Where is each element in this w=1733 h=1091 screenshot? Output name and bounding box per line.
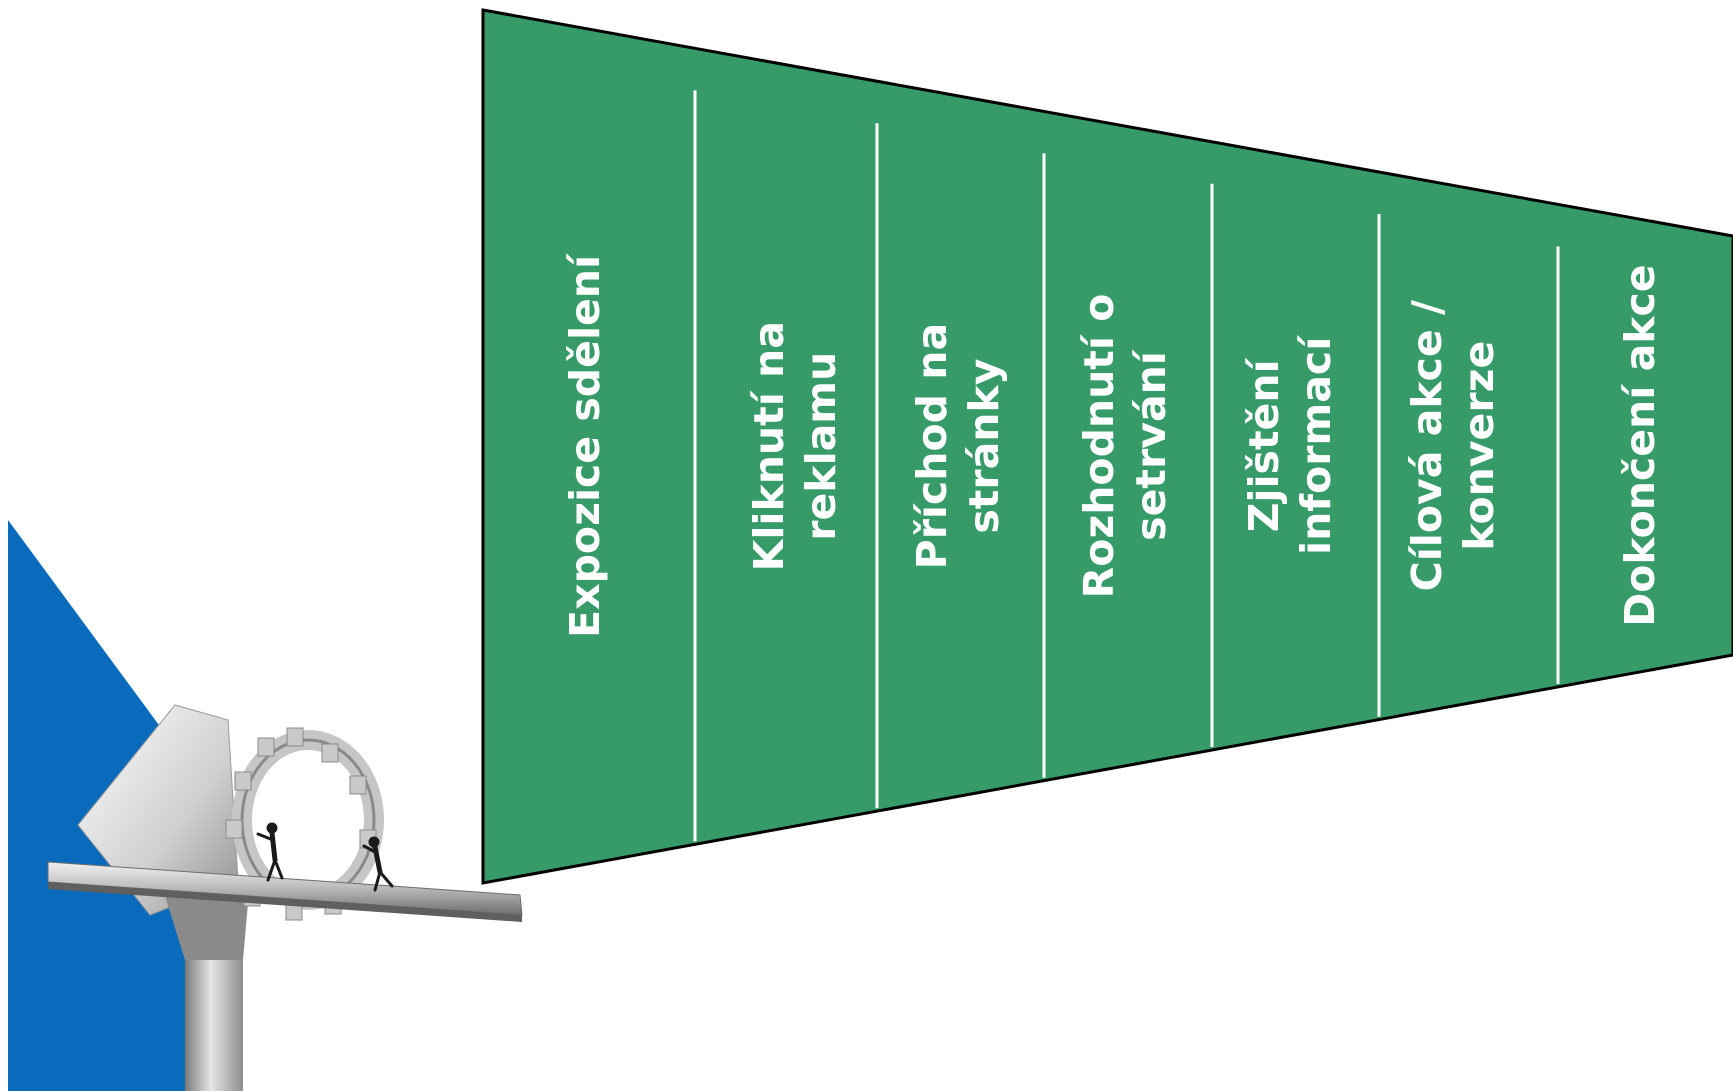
funnel-stage-label: Expozice sdělení [561, 253, 609, 638]
funnel-stage-label: Cílová akce /konverze [1403, 300, 1503, 591]
funnel-stage-label-line: reklamu [797, 352, 845, 541]
funnel-stage-label-line: Expozice sdělení [561, 253, 609, 638]
funnel-stage-label-line: setrvání [1127, 349, 1175, 541]
funnel-stage-label-line: stránky [960, 359, 1008, 534]
funnel-stage-label: Zjištěníinformací [1240, 335, 1340, 555]
funnel-stage-label: Rozhodnutí osetrvání [1075, 294, 1175, 599]
funnel-stage-label-line: Cílová akce / [1403, 300, 1451, 591]
person-figure-right-icon [362, 836, 394, 892]
person-figure-left-icon [256, 822, 284, 882]
funnel-stage-label-line: Kliknutí na [745, 321, 793, 571]
funnel-stage-label-line: konverze [1455, 341, 1503, 551]
funnel-stage-label-line: informací [1292, 335, 1340, 555]
illustration-plate [77, 704, 239, 916]
funnel-stage-label-line: Rozhodnutí o [1075, 294, 1123, 599]
funnel-stage-label-line: Příchod na [908, 323, 956, 569]
funnel-stage-label-line: Dokončení akce [1616, 264, 1664, 626]
gear-illustration [47, 704, 523, 1091]
funnel-stage-label: Příchod nastránky [908, 323, 1008, 569]
funnel-shape [481, 8, 1733, 885]
funnel-dividers [693, 90, 1560, 842]
funnel-labels: Expozice sdělení Kliknutí nareklamu Přícho… [561, 253, 1664, 638]
funnel-stage-label-line: Zjištění [1240, 357, 1288, 532]
funnel-diagram: Expozice sdělení Kliknutí nareklamu Přícho… [481, 8, 1733, 885]
funnel-stage-label: Dokončení akce [1616, 264, 1664, 626]
funnel-stage-label: Kliknutí nareklamu [745, 321, 845, 571]
